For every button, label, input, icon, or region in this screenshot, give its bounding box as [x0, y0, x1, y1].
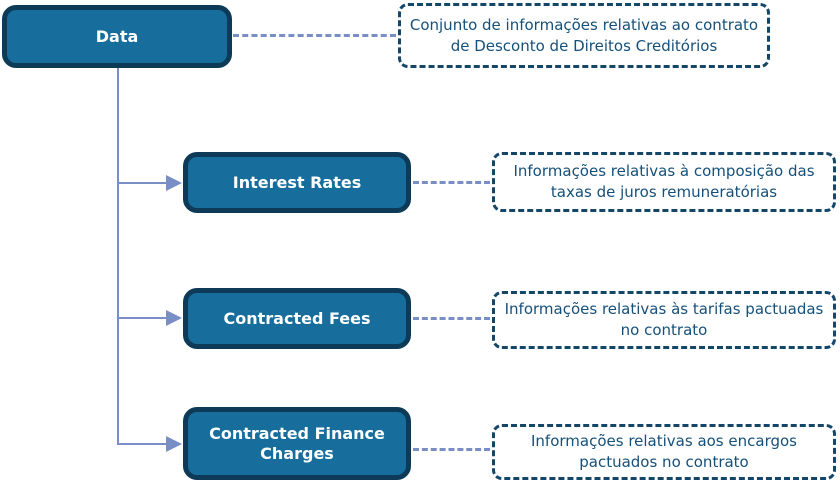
branch-line-contracted-fees	[118, 317, 168, 319]
node-contracted-fees-label: Contracted Fees	[223, 308, 371, 328]
branch-line-contracted-finance-charges	[118, 443, 168, 445]
note-data: Conjunto de informações relativas ao con…	[398, 3, 770, 68]
node-contracted-finance-charges-label: Contracted Finance Charges	[209, 423, 385, 463]
node-contracted-finance-charges: Contracted Finance Charges	[183, 407, 411, 480]
note-contracted-finance-charges: Informações relativas aos encargos pactu…	[492, 424, 836, 480]
note-contracted-fees: Informações relativas às tarifas pactuad…	[492, 291, 836, 349]
note-dashed-connector-contracted-fees	[413, 317, 490, 320]
note-contracted-finance-charges-text: Informações relativas aos encargos pactu…	[530, 432, 797, 471]
arrow-icon	[166, 175, 182, 191]
node-interest-rates: Interest Rates	[183, 152, 411, 213]
node-contracted-fees: Contracted Fees	[183, 288, 411, 349]
note-contracted-fees-text: Informações relativas às tarifas pactuad…	[504, 300, 824, 339]
note-interest-rates: Informações relativas à composição das t…	[492, 152, 836, 212]
node-data: Data	[2, 5, 232, 68]
branch-line-interest-rates	[118, 182, 168, 184]
arrow-icon	[166, 436, 182, 452]
node-data-label: Data	[95, 26, 139, 46]
note-dashed-connector-interest-rates	[413, 181, 490, 184]
node-interest-rates-label: Interest Rates	[232, 172, 362, 192]
arrow-icon	[166, 310, 182, 326]
note-dashed-connector-contracted-finance-charges	[413, 448, 490, 451]
trunk-connector-line	[117, 68, 119, 445]
note-data-text: Conjunto de informações relativas ao con…	[409, 15, 759, 55]
note-interest-rates-text: Informações relativas à composição das t…	[513, 162, 815, 201]
root-note-dashed-connector	[233, 34, 396, 37]
